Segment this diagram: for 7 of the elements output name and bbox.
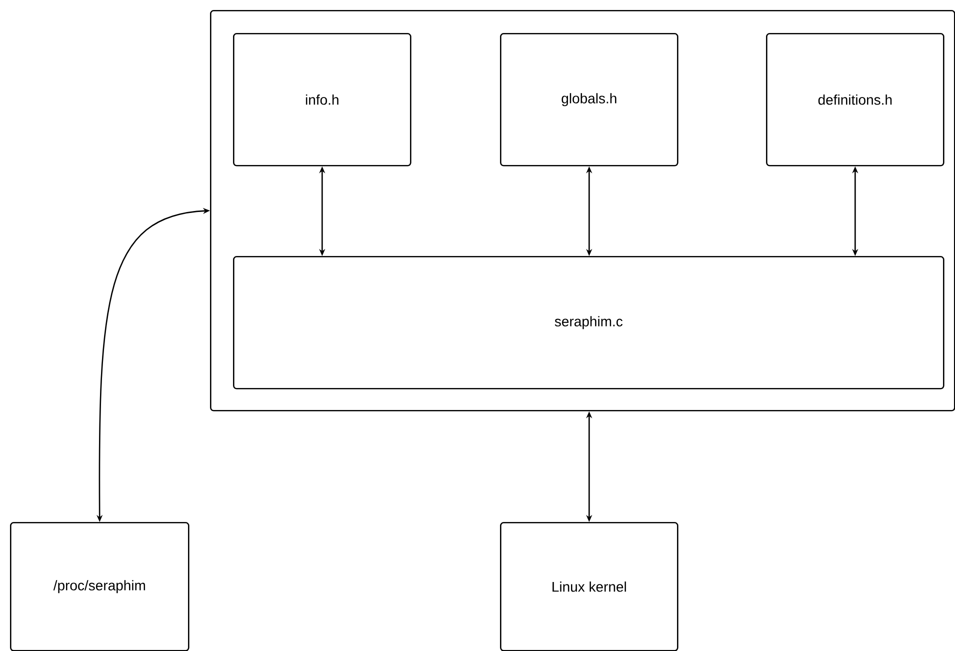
file-box: /proc/seraphim — [10, 522, 190, 651]
file-box: info.h — [233, 33, 412, 166]
file-box: Linux kernel — [500, 522, 678, 651]
file-box: globals.h — [500, 33, 678, 166]
container-box — [210, 10, 955, 412]
module-box: seraphim.c — [233, 256, 944, 390]
file-box: definitions.h — [766, 33, 944, 166]
